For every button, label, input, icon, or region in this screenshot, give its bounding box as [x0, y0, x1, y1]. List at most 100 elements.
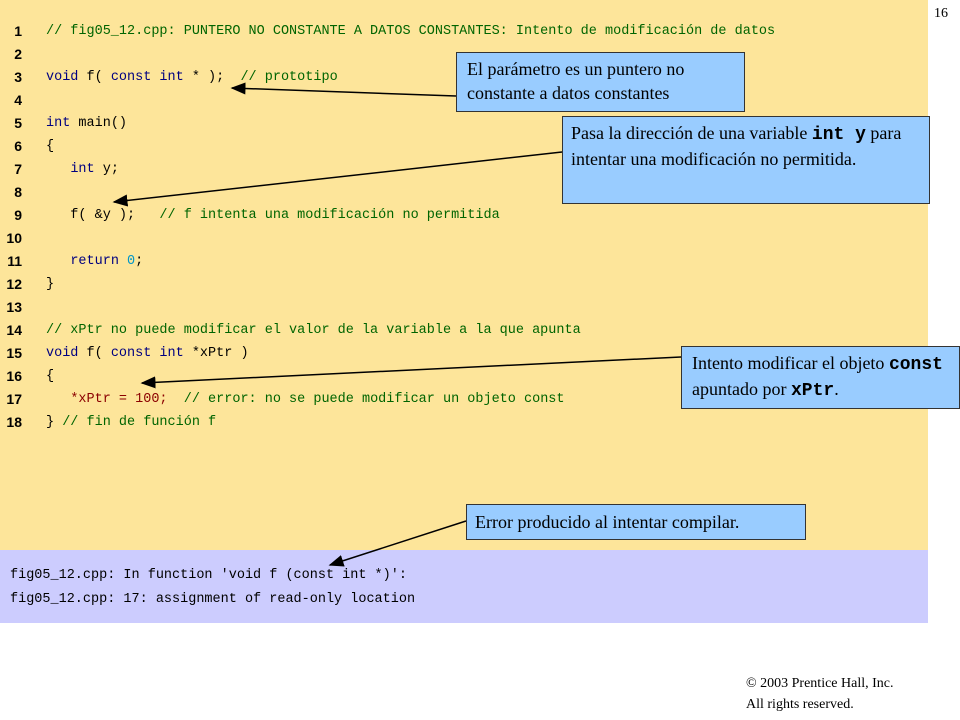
code-text: // xPtr no puede modificar el valor de l…: [46, 319, 581, 342]
output-line-1: fig05_12.cpp: In function 'void f (const…: [10, 568, 407, 583]
code-token: // fin de función f: [62, 415, 217, 430]
code-token: [46, 162, 70, 177]
callout-modify-code2: xPtr: [790, 381, 835, 401]
code-text: }: [46, 273, 54, 296]
code-text: return 0;: [46, 250, 143, 273]
code-text: // fig05_12.cpp: PUNTERO NO CONSTANTE A …: [46, 20, 775, 43]
copyright-line-2: All rights reserved.: [746, 697, 854, 712]
code-text: int main(): [46, 112, 127, 135]
code-token: // error: no se puede modificar un objet…: [183, 392, 565, 407]
code-token: {: [46, 369, 55, 384]
line-number: 17: [6, 391, 22, 407]
callout-pass-pre: Pasa la dirección de una variable: [571, 123, 812, 143]
code-token: * );: [183, 70, 241, 85]
code-token: // xPtr no puede modificar el valor de l…: [46, 323, 581, 338]
code-token: const int: [110, 346, 184, 361]
code-text: void f( const int * ); // prototipo: [46, 66, 338, 89]
code-token: void: [46, 346, 79, 361]
code-token: int: [70, 162, 95, 177]
callout-param-text: El parámetro es un puntero no constante …: [467, 59, 685, 103]
callout-modify-mid: apuntado por: [692, 379, 791, 399]
code-line: 6{: [0, 135, 928, 158]
code-token: }: [46, 415, 63, 430]
callout-modify-pre: Intento modificar el objeto: [692, 353, 889, 373]
code-token: [168, 392, 184, 407]
code-text: int y;: [46, 158, 119, 181]
line-number: 13: [6, 299, 22, 315]
copyright-line-1: © 2003 Prentice Hall, Inc.: [746, 676, 894, 691]
callout-pass-code: int y: [811, 125, 866, 145]
line-number: 18: [6, 414, 22, 430]
code-line: 17 *xPtr = 100; // error: no se puede mo…: [0, 388, 928, 411]
line-number: 14: [6, 322, 22, 338]
code-line: 4: [0, 89, 928, 112]
code-text: {: [46, 135, 54, 158]
code-line: 1 // fig05_12.cpp: PUNTERO NO CONSTANTE A…: [0, 20, 928, 43]
code-line: 13: [0, 296, 928, 319]
code-text: f( &y ); // f intenta una modificación n…: [46, 204, 500, 227]
code-text: } // fin de función f: [46, 411, 216, 434]
code-line: 18} // fin de función f: [0, 411, 928, 434]
code-line: 16 {: [0, 365, 928, 388]
code-token: ;: [135, 254, 144, 269]
code-token: [119, 254, 127, 269]
code-line: 8: [0, 181, 928, 204]
line-number: 15: [6, 345, 22, 361]
line-number: 8: [14, 184, 22, 200]
code-token: *xPtr ): [183, 346, 249, 361]
code-line: 11 return 0;: [0, 250, 928, 273]
callout-error-text: Error producido al intentar compilar.: [475, 512, 740, 532]
code-token: // fig05_12.cpp: PUNTERO NO CONSTANTE A …: [46, 24, 776, 39]
code-token: f(: [78, 346, 111, 361]
callout-compile-error: Error producido al intentar compilar.: [466, 504, 806, 540]
code-token: y;: [94, 162, 119, 177]
line-number: 4: [14, 92, 22, 108]
line-number: 3: [14, 69, 22, 85]
code-token: {: [46, 139, 55, 154]
code-token: // f intenta una modificación no permiti…: [159, 208, 500, 223]
line-number: 16: [6, 368, 22, 384]
output-line-2: fig05_12.cpp: 17: assignment of read-onl…: [10, 592, 416, 607]
code-token: 0: [127, 254, 136, 269]
code-token: }: [46, 277, 55, 292]
line-number: 2: [14, 46, 22, 62]
callout-pass-address: Pasa la dirección de una variable int y …: [562, 116, 930, 204]
code-token: *xPtr = 100;: [70, 392, 168, 407]
line-number: 1: [14, 23, 22, 39]
compiler-output-panel: fig05_12.cpp: In function 'void f (const…: [0, 550, 928, 623]
copyright-notice: © 2003 Prentice Hall, Inc. All rights re…: [746, 673, 894, 715]
code-text: *xPtr = 100; // error: no se puede modif…: [46, 388, 565, 411]
line-number: 12: [6, 276, 22, 292]
callout-modify-code1: const: [888, 355, 943, 375]
callout-modify-attempt: Intento modificar el objeto const apunta…: [681, 346, 960, 409]
code-token: const int: [110, 70, 184, 85]
code-token: f(: [78, 70, 111, 85]
code-line: 12}: [0, 273, 928, 296]
line-number: 5: [14, 115, 22, 131]
line-number: 11: [7, 253, 22, 269]
line-number: 7: [14, 161, 22, 177]
code-token: void: [46, 70, 79, 85]
line-number: 10: [6, 230, 22, 246]
code-text: void f( const int *xPtr ): [46, 342, 249, 365]
callout-pass-post: para intentar una modificación no permit…: [571, 123, 902, 169]
line-number: 9: [14, 207, 22, 223]
page-number: 16: [934, 6, 948, 21]
line-number: 6: [14, 138, 22, 154]
code-token: return: [70, 254, 119, 269]
code-line: 9 f( &y ); // f intenta una modificación…: [0, 204, 928, 227]
code-line: 5 int main(): [0, 112, 928, 135]
code-token: // prototipo: [240, 70, 338, 85]
callout-param: El parámetro es un puntero no constante …: [456, 52, 745, 112]
code-line: 3 void f( const int * ); // prototipo: [0, 66, 928, 89]
code-line: 2: [0, 43, 928, 66]
code-token: [46, 254, 70, 269]
code-line: 14 // xPtr no puede modificar el valor de…: [0, 319, 928, 342]
code-line: 10: [0, 227, 928, 250]
code-text: {: [46, 365, 54, 388]
code-token: main(): [70, 116, 128, 131]
code-token: [46, 392, 70, 407]
callout-modify-post: .: [834, 379, 839, 399]
code-token: int: [46, 116, 71, 131]
code-token: f( &y );: [46, 208, 160, 223]
